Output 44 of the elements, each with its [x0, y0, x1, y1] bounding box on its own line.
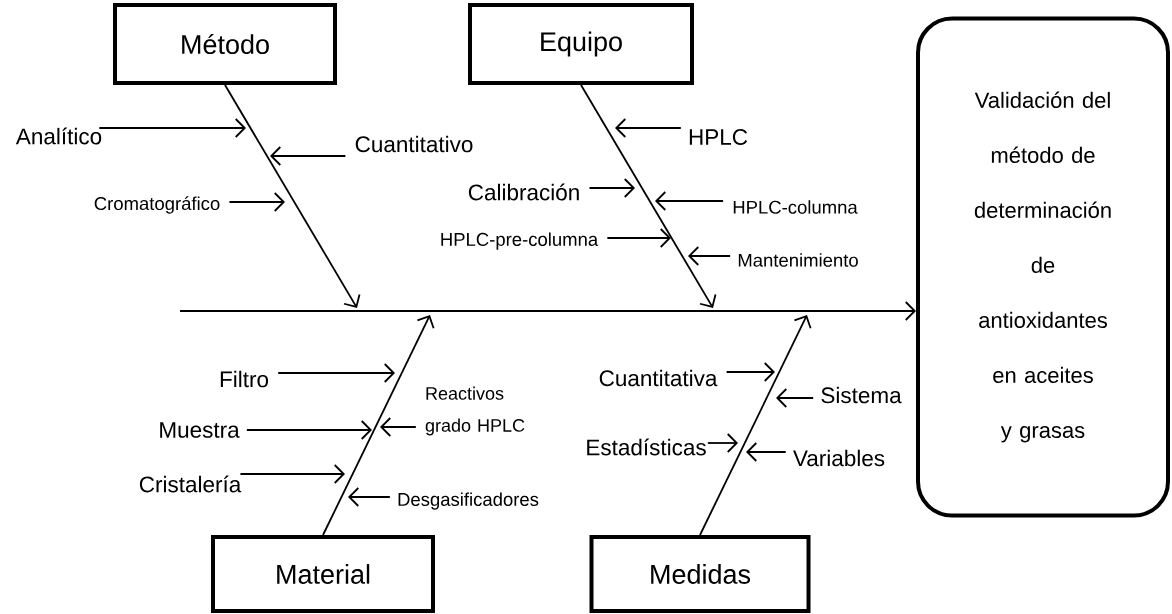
category-box: Material	[211, 535, 435, 613]
category-box: Medidas	[589, 535, 811, 613]
cause-arrow	[277, 363, 395, 383]
cause-label: Cromatográfico	[94, 196, 220, 214]
cause-label: HPLC	[689, 129, 748, 145]
cause-arrow	[228, 192, 285, 212]
bone-arrow	[580, 84, 717, 308]
cause-arrow	[706, 433, 738, 453]
bone-arrow	[699, 315, 812, 536]
cause-arrow	[245, 420, 372, 440]
cause-arrow	[776, 388, 815, 408]
cause-label: HPLC-columna	[733, 200, 858, 214]
cause-label: Sistema	[821, 386, 902, 404]
bone-arrow	[322, 315, 435, 536]
cause-label: Mantenimiento	[738, 253, 858, 267]
cause-label: Calibración	[468, 183, 579, 201]
cause-arrow	[348, 487, 391, 507]
cause-label: Muestra	[160, 422, 240, 438]
bone-arrow	[224, 84, 361, 308]
cause-label: Cuantitativa	[599, 369, 718, 387]
cause-arrow	[746, 442, 787, 462]
cause-arrow	[270, 146, 347, 166]
cause-label: HPLC-pre-columna	[441, 232, 599, 250]
cause-label: Analítico	[15, 127, 102, 145]
cause-arrow	[688, 246, 732, 266]
cause-label: Variables	[793, 449, 885, 467]
cause-arrow	[725, 362, 775, 382]
effect-box: Validación del método de determinación de antioxidantes en aceites y grasas	[916, 16, 1170, 518]
cause-label: Reactivos grado HPLC	[425, 386, 525, 436]
cause-label: Filtro	[220, 370, 269, 388]
category-box: Equipo	[468, 3, 694, 85]
cause-arrow	[239, 464, 345, 484]
cause-arrow	[588, 178, 635, 198]
cause-arrow	[606, 228, 671, 248]
cause-arrow	[98, 118, 246, 138]
category-box: Método	[113, 3, 337, 85]
cause-arrow	[615, 118, 682, 138]
cause-label: Cristalería	[139, 475, 242, 493]
spine-arrow	[179, 301, 916, 321]
cause-label: Estadísticas	[587, 438, 706, 456]
cause-arrow	[655, 191, 724, 211]
cause-label: Desgasificadores	[398, 492, 539, 510]
cause-label: Cuantitativo	[355, 135, 473, 153]
cause-arrow	[380, 417, 417, 437]
